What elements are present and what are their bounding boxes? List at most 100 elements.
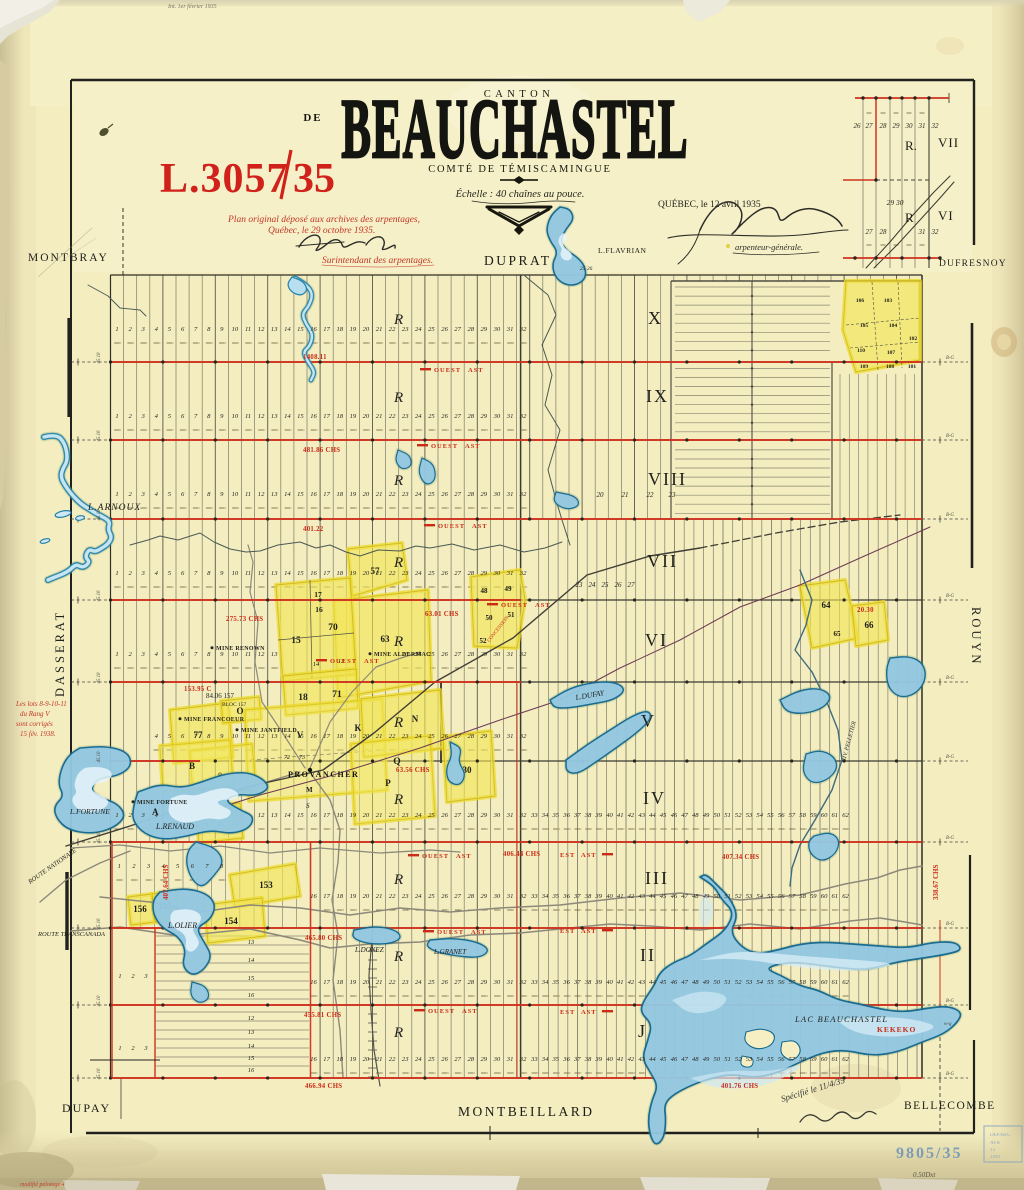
svg-text:30: 30 (493, 651, 501, 658)
svg-text:56: 56 (778, 893, 785, 900)
svg-text:LAC BEAUCHASTEL: LAC BEAUCHASTEL (794, 1014, 888, 1024)
svg-text:110: 110 (857, 348, 865, 354)
svg-text:AST: AST (581, 852, 597, 859)
svg-text:51: 51 (724, 893, 731, 900)
svg-text:25: 25 (428, 733, 435, 740)
svg-text:50: 50 (714, 893, 721, 900)
svg-text:25 26: 25 26 (580, 266, 593, 272)
svg-text:25: 25 (428, 491, 435, 498)
svg-text:VIII: VIII (648, 469, 687, 489)
svg-text:22: 22 (389, 893, 396, 900)
svg-text:43: 43 (638, 812, 645, 819)
svg-text:50: 50 (486, 614, 494, 622)
svg-text:10: 10 (232, 326, 239, 333)
svg-text:27: 27 (454, 1056, 461, 1063)
svg-text:23: 23 (402, 413, 409, 420)
svg-text:21: 21 (376, 1056, 383, 1063)
svg-text:40: 40 (606, 812, 613, 819)
svg-text:B-G: B-G (946, 434, 955, 439)
svg-text:MINE FORTUNE: MINE FORTUNE (137, 800, 188, 806)
svg-text:23: 23 (669, 491, 677, 499)
svg-text:24: 24 (415, 491, 422, 498)
svg-text:4: 4 (155, 413, 159, 420)
svg-text:47: 47 (681, 979, 688, 986)
svg-text:35: 35 (552, 893, 560, 900)
svg-text:58: 58 (799, 979, 806, 986)
svg-text:4: 4 (155, 812, 159, 819)
svg-text:107: 107 (887, 350, 896, 356)
svg-text:14: 14 (284, 326, 291, 333)
svg-text:59: 59 (810, 979, 817, 986)
svg-text:58: 58 (799, 1056, 806, 1063)
svg-text:455.81 CHS: 455.81 CHS (304, 1012, 341, 1019)
svg-text:153: 153 (259, 880, 273, 890)
svg-text:46: 46 (671, 893, 678, 900)
svg-text:50: 50 (714, 1056, 721, 1063)
svg-text:48: 48 (692, 979, 699, 986)
svg-text:A: A (152, 807, 159, 817)
svg-text:103: 103 (884, 298, 893, 304)
svg-text:12: 12 (258, 326, 265, 333)
svg-text:28: 28 (468, 812, 475, 819)
svg-text:P: P (385, 778, 391, 788)
svg-text:3: 3 (141, 651, 146, 658)
svg-text:V: V (641, 711, 656, 731)
svg-text:44: 44 (649, 812, 656, 819)
svg-text:1: 1 (118, 863, 121, 870)
svg-text:37: 37 (573, 812, 581, 819)
svg-text:45.10: 45.10 (97, 751, 102, 762)
svg-text:26: 26 (441, 893, 448, 900)
svg-text:6: 6 (181, 570, 185, 577)
svg-text:84.06 157: 84.06 157 (206, 692, 235, 700)
svg-text:25: 25 (428, 1056, 435, 1063)
svg-text:4: 4 (161, 863, 165, 870)
svg-text:29: 29 (481, 893, 488, 900)
svg-text:19: 19 (350, 812, 357, 819)
svg-text:20: 20 (363, 413, 370, 420)
svg-text:11: 11 (245, 326, 251, 333)
svg-text:27: 27 (454, 326, 461, 333)
svg-text:20: 20 (363, 979, 370, 986)
svg-text:33: 33 (530, 979, 538, 986)
svg-text:3: 3 (141, 491, 146, 498)
svg-text:13: 13 (271, 812, 278, 819)
svg-text:30: 30 (493, 570, 501, 577)
svg-text:53: 53 (746, 893, 753, 900)
svg-text:8: 8 (220, 863, 224, 870)
svg-text:8: 8 (207, 413, 211, 420)
svg-text:BEAUCHASTEL: BEAUCHASTEL (341, 82, 688, 176)
svg-text:6: 6 (181, 651, 185, 658)
svg-text:R: R (393, 1025, 403, 1041)
svg-text:B-G: B-G (946, 922, 955, 927)
svg-text:14: 14 (313, 661, 320, 668)
svg-text:OUEST: OUEST (434, 367, 461, 374)
svg-text:156: 156 (133, 904, 147, 914)
svg-text:481.86 CHS: 481.86 CHS (303, 447, 340, 454)
svg-text:8: 8 (207, 733, 211, 740)
svg-text:45: 45 (660, 1056, 667, 1063)
svg-text:4: 4 (155, 326, 159, 333)
svg-text:8: 8 (207, 651, 211, 658)
svg-text:22: 22 (389, 1056, 396, 1063)
svg-text:27: 27 (454, 491, 461, 498)
svg-text:B-G: B-G (946, 356, 955, 361)
svg-text:40: 40 (606, 979, 613, 986)
svg-text:25: 25 (428, 651, 435, 658)
svg-text:57: 57 (789, 1056, 796, 1063)
svg-text:46: 46 (671, 812, 678, 819)
svg-text:18: 18 (337, 979, 344, 986)
svg-text:3: 3 (141, 570, 146, 577)
svg-text:45.10: 45.10 (97, 509, 102, 520)
svg-text:61: 61 (832, 1056, 839, 1063)
svg-text:AST: AST (468, 367, 484, 374)
svg-text:N: N (412, 714, 419, 724)
svg-text:29: 29 (481, 326, 488, 333)
svg-text:9: 9 (220, 733, 224, 740)
svg-text:31: 31 (918, 228, 926, 236)
svg-text:39: 39 (594, 893, 602, 900)
svg-text:DUFRESNOY: DUFRESNOY (939, 259, 1007, 269)
svg-text:28: 28 (468, 1056, 475, 1063)
svg-text:R: R (393, 390, 403, 406)
svg-text:17: 17 (323, 979, 330, 986)
svg-text:12: 12 (248, 1015, 255, 1022)
